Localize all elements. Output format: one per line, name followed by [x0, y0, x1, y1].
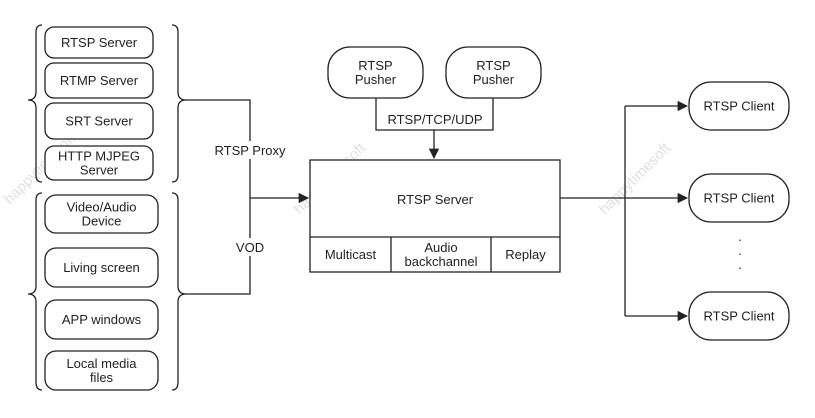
- source-box-shape: [44, 299, 159, 340]
- client-ellipsis: ·: [738, 232, 742, 247]
- source-box-label: HTTP MJPEG: [58, 149, 140, 164]
- client-box-label: RTSP Client: [703, 191, 774, 206]
- client-connector: [560, 106, 626, 316]
- server-module: Multicast: [325, 247, 377, 262]
- source-box-label: Video/Audio: [67, 200, 137, 215]
- vod-label: VOD: [236, 240, 264, 255]
- source-box-shape: [44, 145, 154, 181]
- source-box-label: files: [90, 370, 114, 385]
- source-box-shape: [44, 62, 154, 99]
- client-ellipsis: ·: [738, 260, 742, 275]
- server-module-label: Replay: [505, 247, 546, 262]
- source-box: SRT Server: [44, 102, 154, 140]
- right-brace-bottom: [171, 192, 187, 391]
- source-box: RTMP Server: [44, 62, 154, 99]
- client-ellipsis: ·: [738, 246, 742, 261]
- pusher-box-label: Pusher: [473, 72, 515, 87]
- client-box-shape: [688, 173, 790, 223]
- source-box-label: APP windows: [62, 312, 142, 327]
- right-brace-top: [171, 24, 187, 183]
- source-box-label: SRT Server: [65, 114, 133, 129]
- pusher-box-label: RTSP: [358, 58, 392, 73]
- push-protocol-label: RTSP/TCP/UDP: [387, 112, 482, 127]
- source-box: APP windows: [44, 299, 159, 340]
- rtsp-server-box: [309, 159, 561, 273]
- server-module-label: backchannel: [405, 254, 478, 269]
- pusher-box-label: RTSP: [476, 58, 510, 73]
- source-box-shape: [44, 350, 159, 391]
- client-box: RTSP Client: [688, 291, 790, 341]
- left-brace-bottom: [27, 192, 43, 391]
- client-box-shape: [688, 291, 790, 341]
- server-module-label: Audio: [424, 240, 457, 255]
- server-module-label: Multicast: [325, 247, 377, 262]
- source-box-shape: [44, 102, 154, 140]
- client-box: RTSP Client: [688, 81, 790, 131]
- proxy-label: RTSP Proxy: [214, 143, 286, 158]
- source-box-shape: [44, 26, 154, 59]
- watermark: happytimesoft: [596, 139, 675, 218]
- source-box-label: Local media: [66, 356, 137, 371]
- source-box-shape: [44, 247, 159, 288]
- client-box-label: RTSP Client: [703, 309, 774, 324]
- source-box-label: RTMP Server: [60, 73, 139, 88]
- client-box: RTSP Client: [688, 173, 790, 223]
- left-brace-top: [27, 24, 43, 183]
- source-box-label: Device: [82, 214, 122, 229]
- client-box-label: RTSP Client: [703, 99, 774, 114]
- proxy-connector: [186, 99, 251, 295]
- source-box-label: RTSP Server: [61, 35, 138, 50]
- source-box: RTSP Server: [44, 26, 154, 59]
- pusher-box-label: Pusher: [355, 72, 397, 87]
- server-module: Replay: [505, 247, 546, 262]
- rtsp-server-title: RTSP Server: [397, 192, 474, 207]
- source-box-label: Living screen: [63, 260, 140, 275]
- client-box-shape: [688, 81, 790, 131]
- source-box-label: Server: [80, 163, 119, 178]
- source-box-shape: [44, 194, 159, 234]
- source-box: Living screen: [44, 247, 159, 288]
